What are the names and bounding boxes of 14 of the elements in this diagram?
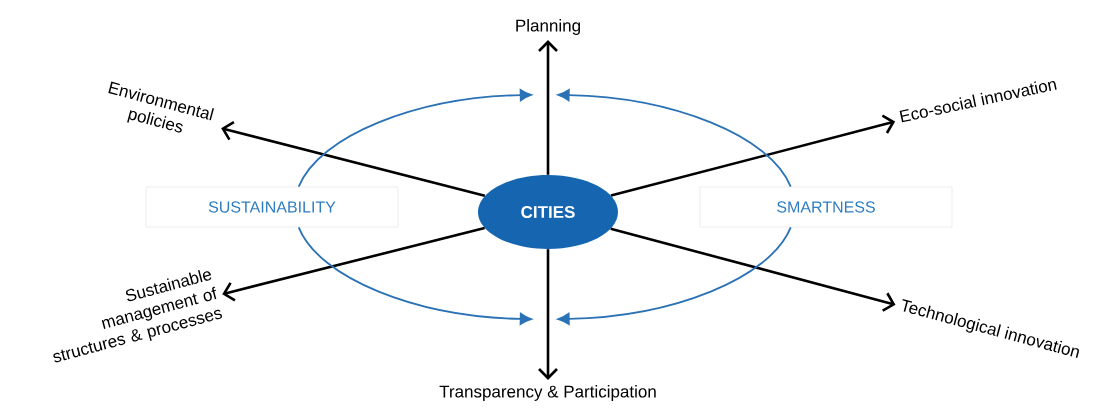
dimension-box: SUSTAINABILITY — [145, 186, 399, 228]
curved-arrow — [297, 89, 532, 188]
dimension-box: SMARTNESS — [699, 186, 953, 228]
arrow — [221, 121, 486, 198]
curved-arrow — [557, 226, 792, 325]
axis-label: Transparency & Participation — [439, 385, 656, 401]
arrow — [610, 114, 896, 197]
axis-label: Planning — [516, 19, 580, 35]
arrow — [538, 40, 558, 175]
curved-arrow — [297, 226, 532, 325]
arrow — [610, 227, 896, 312]
arrow — [222, 226, 485, 302]
curved-arrow — [557, 89, 792, 188]
arrow — [538, 249, 558, 380]
